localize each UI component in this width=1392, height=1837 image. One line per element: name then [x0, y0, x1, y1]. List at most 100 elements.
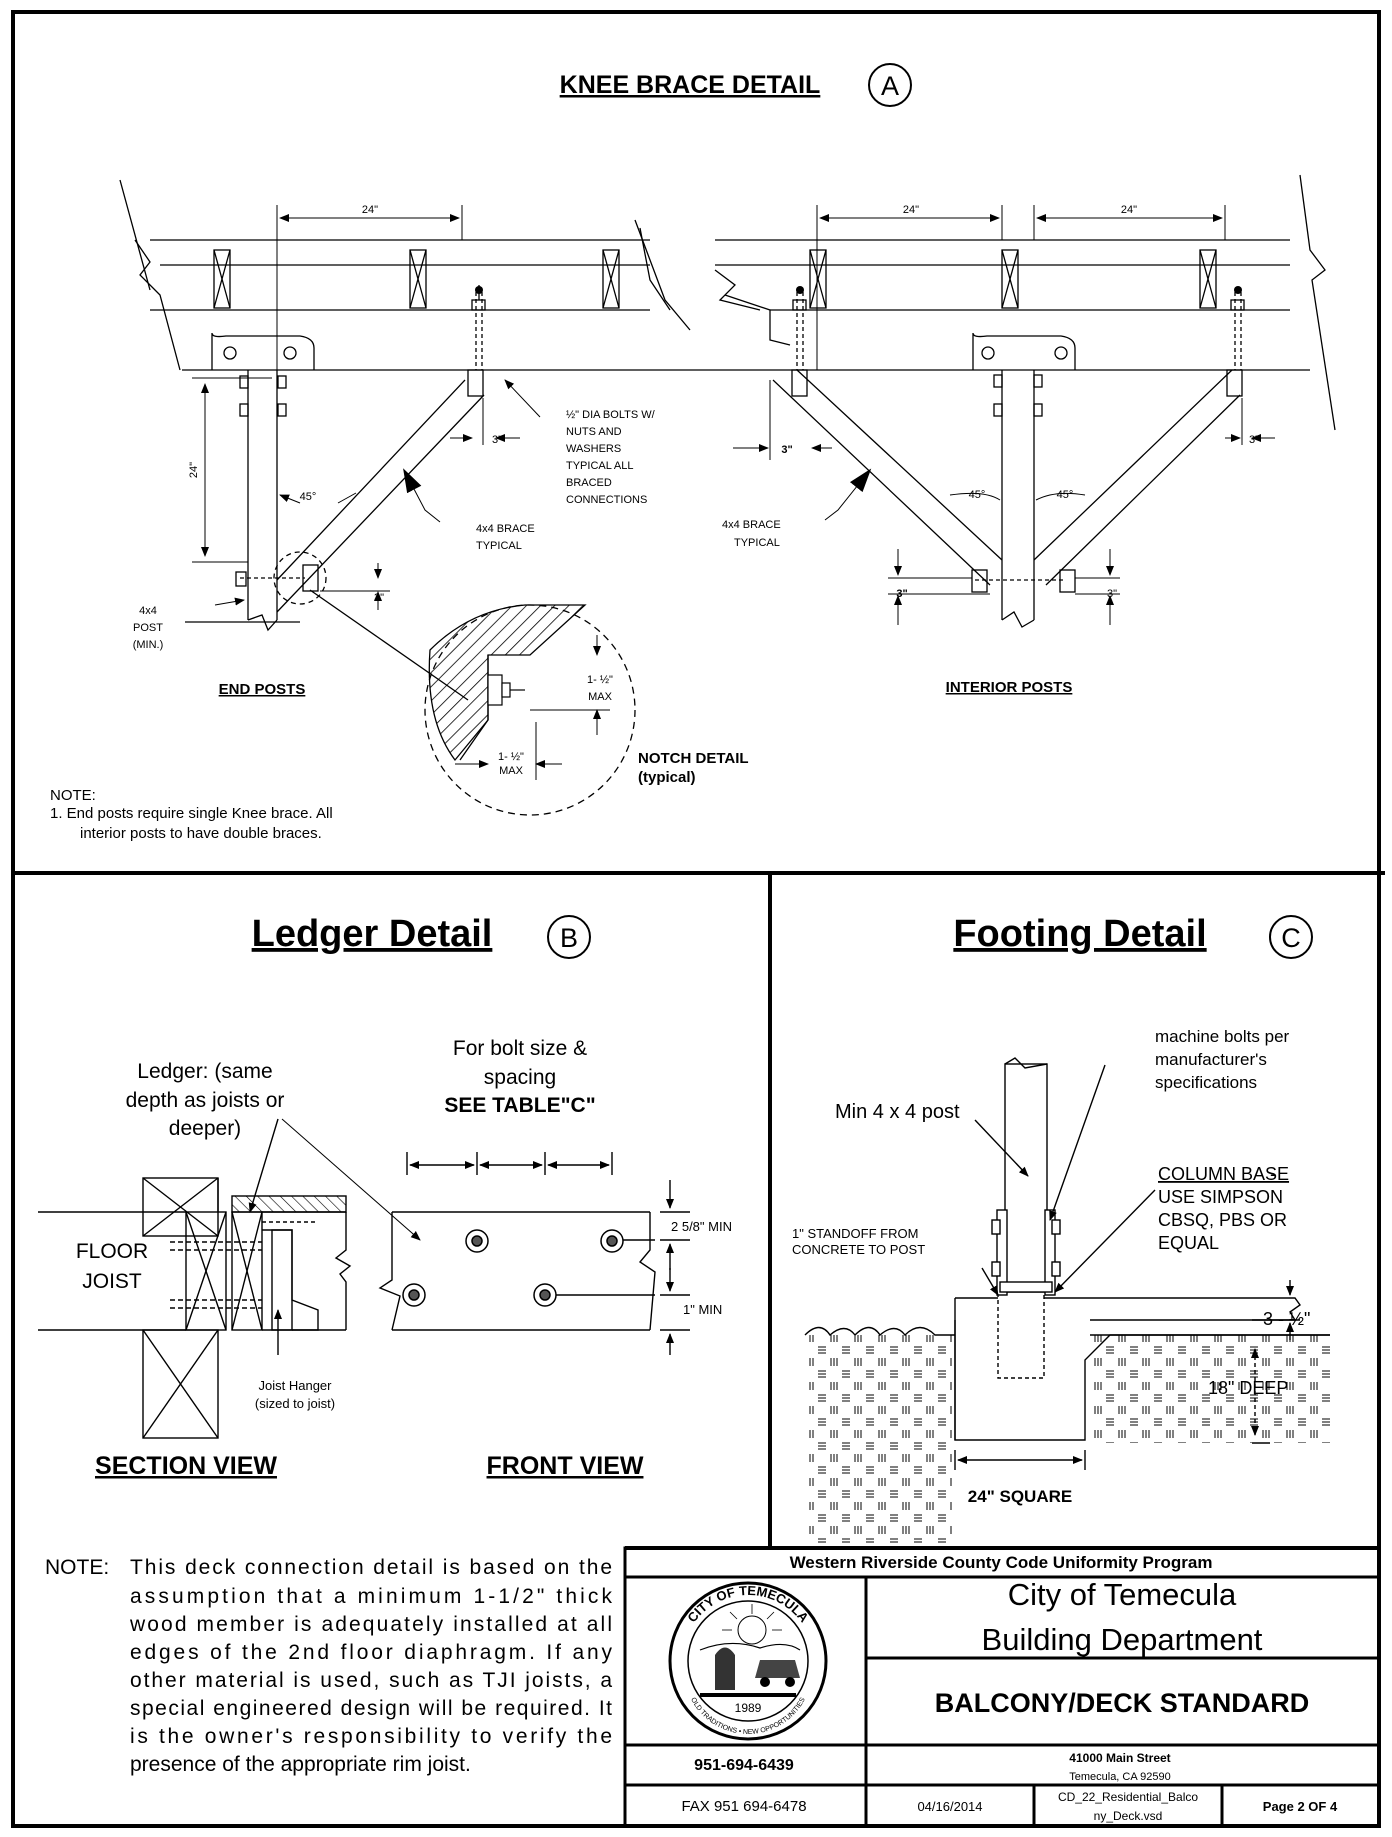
svg-text:This deck connection detail is: This deck connection detail is based on …	[130, 1556, 612, 1579]
post-label: Min 4 x 4 post	[835, 1101, 960, 1123]
brace-label-right: 4x4 BRACE TYPICAL	[722, 519, 781, 549]
knee-brace-note: NOTE: 1. End posts require single Knee b…	[50, 787, 333, 842]
front-view-label: FRONT VIEW	[487, 1452, 644, 1480]
svg-text:CONNECTIONS: CONNECTIONS	[566, 494, 647, 506]
column-base-label: COLUMN BASE - USE SIMPSON CBSQ, PBS OR E…	[1158, 1164, 1289, 1253]
svg-text:is the owner's responsibility: is the owner's responsibility to verify …	[130, 1725, 612, 1748]
detail-marker-b: B	[560, 923, 578, 953]
svg-text:MAX: MAX	[499, 765, 524, 777]
standard-name: BALCONY/DECK STANDARD	[935, 1688, 1310, 1718]
floor-joist-label: FLOOR JOIST	[76, 1240, 148, 1293]
see-table-c: SEE TABLE"C"	[444, 1094, 595, 1117]
detail-marker-a: A	[881, 71, 899, 101]
svg-text:spacing: spacing	[484, 1066, 556, 1089]
svg-text:CONCRETE TO POST: CONCRETE TO POST	[792, 1242, 925, 1257]
min-1: 1" MIN	[683, 1302, 722, 1317]
svg-text:specifications: specifications	[1155, 1073, 1257, 1092]
dim-3-bottom-interior-left: 3"	[896, 588, 907, 600]
svg-text:BRACED: BRACED	[566, 477, 612, 489]
dim-3-bottom-interior-right: 3"	[1107, 588, 1117, 600]
detail-marker-a-circle	[868, 63, 912, 107]
dim-3-interior-right: 3"	[1249, 434, 1259, 446]
svg-text:deeper): deeper)	[169, 1117, 241, 1140]
svg-text:NUTS AND: NUTS AND	[566, 426, 622, 438]
joist-hanger-label: Joist Hanger (sized to joist)	[255, 1378, 335, 1411]
post-label: 4x4 POST (MIN.)	[133, 605, 164, 651]
svg-text:WASHERS: WASHERS	[566, 443, 621, 455]
dim-24-left: 24"	[362, 204, 378, 216]
dim-24-interior-right: 24"	[1121, 204, 1137, 216]
svg-text:other material is used, such a: other material is used, such as TJI jois…	[130, 1669, 612, 1692]
interior-post-dimensions	[733, 205, 1275, 625]
section-view-drawing	[38, 1118, 352, 1439]
detail-marker-b-circle	[547, 915, 591, 959]
svg-text:machine bolts per: machine bolts per	[1155, 1027, 1290, 1046]
svg-text:For bolt size &: For bolt size &	[453, 1037, 587, 1060]
knee-brace-detail: KNEE BRACE DETAIL A	[50, 63, 1336, 842]
square-label: 24" SQUARE	[968, 1487, 1072, 1506]
svg-text:1- ½": 1- ½"	[587, 674, 613, 686]
svg-text:(sized to joist): (sized to joist)	[255, 1396, 335, 1411]
footing-title: Footing Detail	[953, 913, 1206, 955]
svg-text:4x4: 4x4	[139, 605, 157, 617]
svg-text:-: -	[1270, 1164, 1276, 1184]
deck-connection-note: NOTE: This deck connection detail is bas…	[45, 1556, 613, 1776]
end-posts-label: END POSTS	[219, 681, 306, 698]
svg-text:1- ½": 1- ½"	[498, 751, 524, 763]
dim-24-interior-left: 24"	[903, 204, 919, 216]
standoff-label: 1" STANDOFF FROM CONCRETE TO POST	[792, 1226, 925, 1257]
svg-text:MAX: MAX	[588, 691, 613, 703]
svg-text:interior posts to have double: interior posts to have double braces.	[80, 825, 322, 842]
svg-text:TYPICAL: TYPICAL	[734, 537, 780, 549]
svg-text:NOTE:: NOTE:	[50, 787, 96, 804]
revision-date: 04/16/2014	[917, 1799, 982, 1814]
svg-text:TYPICAL: TYPICAL	[476, 540, 522, 552]
notch-detail-title: NOTCH DETAIL	[638, 750, 749, 767]
svg-text:wood member is adequately inst: wood member is adequately installed at a…	[129, 1613, 612, 1636]
department: Building Department	[982, 1622, 1263, 1657]
footing-detail: Footing Detail C	[792, 913, 1330, 1543]
svg-text:JOIST: JOIST	[82, 1270, 142, 1293]
dim-3-bolt-left: 3"	[492, 434, 502, 446]
svg-text:CBSQ, PBS OR: CBSQ, PBS OR	[1158, 1210, 1287, 1230]
city-name: City of Temecula	[1008, 1577, 1237, 1612]
knee-brace-title: KNEE BRACE DETAIL	[560, 71, 821, 99]
bolt-note: ½" DIA BOLTS W/ NUTS AND WASHERS TYPICAL…	[566, 409, 656, 506]
slab-thickness-label: 3 - ½"	[1263, 1309, 1310, 1329]
svg-text:TYPICAL ALL: TYPICAL ALL	[566, 460, 633, 472]
svg-text:special engineered design will: special engineered design will be requir…	[130, 1697, 612, 1720]
notch-detail: 1- ½" MAX 1- ½" MAX	[424, 604, 636, 816]
angle-45-interior-right: 45°	[1057, 489, 1074, 501]
front-view-drawing	[378, 1152, 690, 1355]
file-name-2: ny_Deck.vsd	[1094, 1809, 1163, 1823]
title-block: Western Riverside County Code Uniformity…	[623, 1546, 1381, 1828]
svg-text:EQUAL: EQUAL	[1158, 1233, 1219, 1253]
svg-text:presence of the appropriate ri: presence of the appropriate rim joist.	[130, 1753, 471, 1776]
angle-45-interior-left: 45°	[969, 489, 986, 501]
detail-marker-c: C	[1281, 923, 1301, 953]
interior-posts-label: INTERIOR POSTS	[946, 679, 1073, 696]
program-name: Western Riverside County Code Uniformity…	[790, 1553, 1213, 1572]
brace-label-left: 4x4 BRACE TYPICAL	[476, 523, 535, 552]
file-name-1: CD_22_Residential_Balco	[1058, 1790, 1198, 1804]
interior-post-drawing	[714, 174, 1336, 628]
svg-text:Ledger: (same: Ledger: (same	[137, 1060, 272, 1083]
dim-24-vertical: 24"	[188, 462, 200, 478]
bolt-size-label: For bolt size & spacing SEE TABLE"C"	[444, 1037, 595, 1117]
fax: FAX 951 694-6478	[681, 1798, 806, 1815]
svg-text:(MIN.): (MIN.)	[133, 639, 164, 651]
detail-marker-c-circle	[1269, 915, 1313, 959]
ledger-leader	[281, 1118, 421, 1241]
svg-text:manufacturer's: manufacturer's	[1155, 1050, 1267, 1069]
svg-text:depth as joists or: depth as joists or	[126, 1089, 285, 1112]
svg-text:POST: POST	[133, 622, 163, 634]
ledger-label: Ledger: (same depth as joists or deeper)	[126, 1060, 285, 1140]
notch-detail-sub: (typical)	[638, 769, 696, 786]
svg-text:1" STANDOFF FROM: 1" STANDOFF FROM	[792, 1226, 918, 1241]
svg-text:NOTE:: NOTE:	[45, 1556, 109, 1579]
angle-45-left: 45°	[300, 491, 317, 503]
svg-text:FLOOR: FLOOR	[76, 1240, 148, 1263]
page-number: Page 2 OF 4	[1263, 1799, 1338, 1814]
dim-3-bottom-left: 3"	[374, 592, 384, 604]
section-view-label: SECTION VIEW	[95, 1452, 277, 1480]
